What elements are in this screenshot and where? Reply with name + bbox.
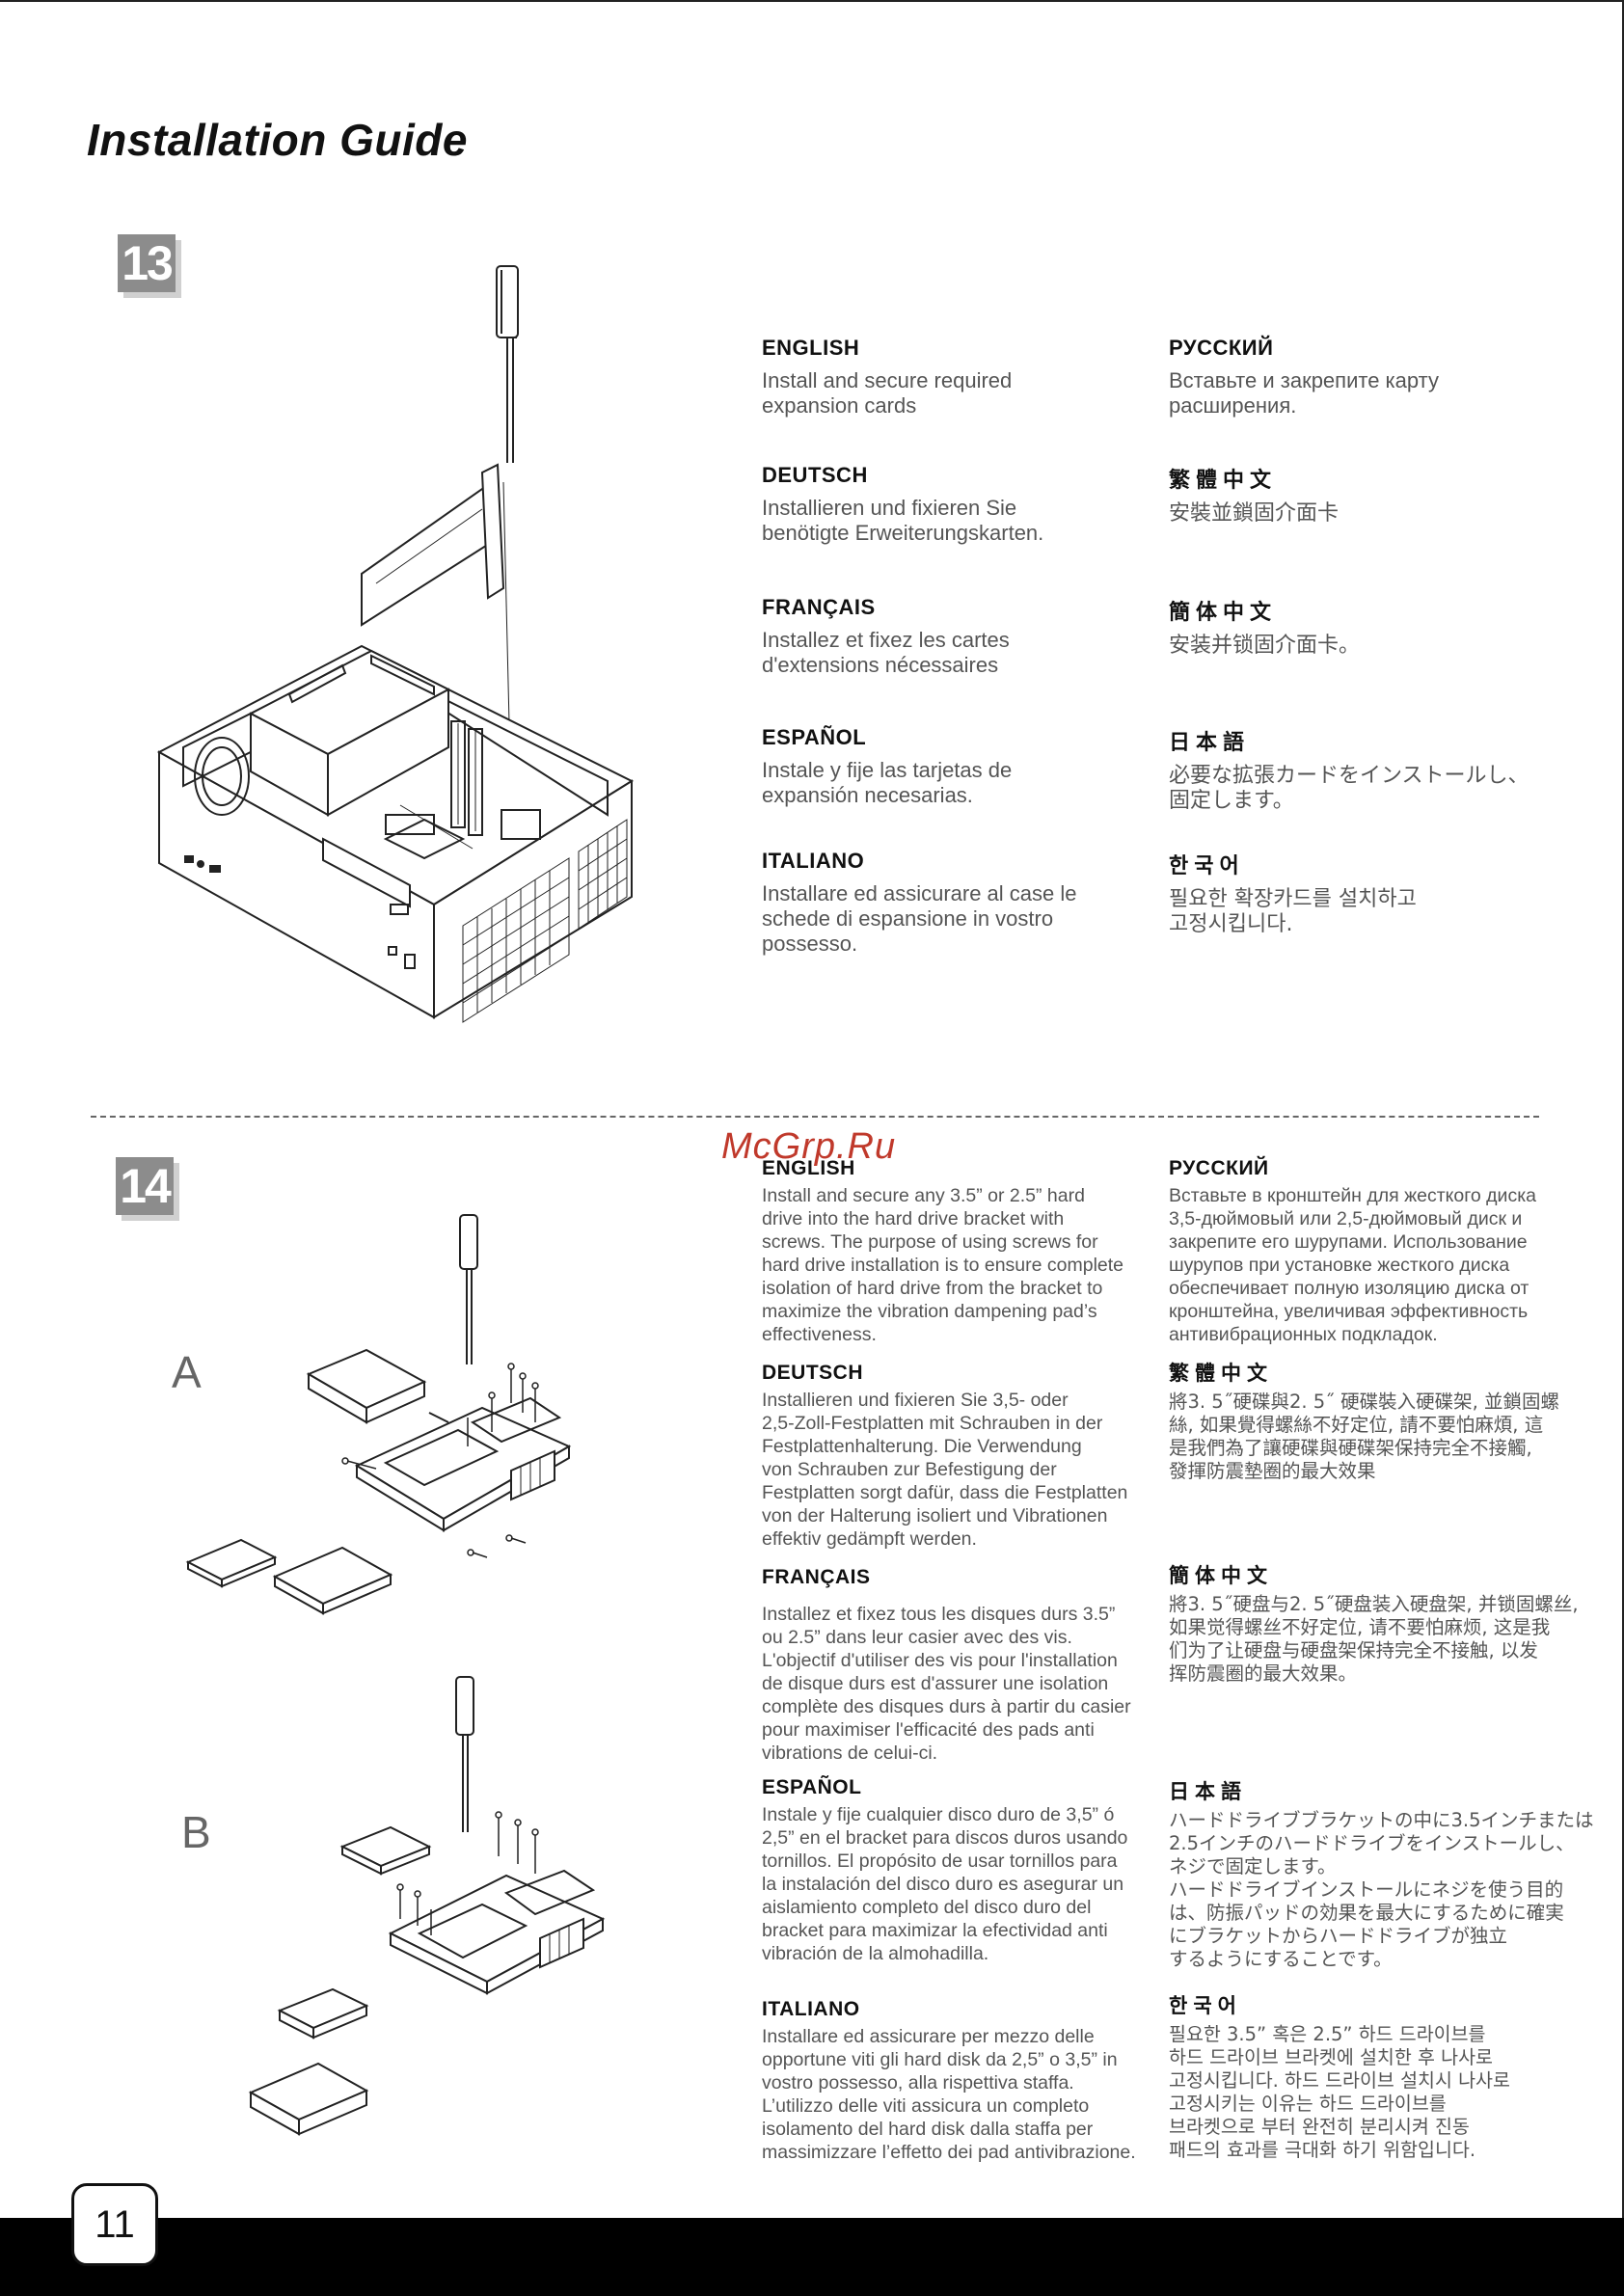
page-border-top [0,0,1623,2]
lang-text: 필요한 확장카드를 설치하고 고정시킵니다. [1169,887,1417,936]
lang-text: Installieren und fixieren Sie 3,5- oder … [762,1390,1128,1550]
lang-text: Installare ed assicurare per mezzo delle… [762,2026,1136,2163]
lang-text: 安裝並鎖固介面卡 [1169,501,1340,526]
step14-lang-japanese: 日本語 ハードドライブブラケットの中に3.5インチまたは 2.5インチのハードド… [1169,1776,1617,1971]
step14-lang-simplified-chinese: 簡体中文 將3. 5˝硬盘与2. 5˝硬盘装入硬盘架, 并锁固螺丝, 如果觉得螺… [1169,1560,1612,1686]
lang-text: Вставьте и закрепите карту расширения. [1169,368,1439,418]
lang-text: 必要な拡張カードをインストールし、 固定します。 [1169,764,1529,813]
lang-heading: FRANÇAIS [762,1566,871,1588]
lang-heading: РУССКИЙ [1169,1157,1269,1179]
step13-lang-french: FRANÇAIS Installez et fixez les cartes d… [762,595,1157,678]
lang-text: Installieren und fixieren Sie benötigte … [762,496,1044,545]
page-number: 11 [71,2183,158,2266]
step14-lang-german: DEUTSCH Installieren und fixieren Sie 3,… [762,1362,1167,1551]
step13-lang-german: DEUTSCH Installieren und fixieren Sie be… [762,463,1157,546]
step13-lang-russian: РУССКИЙ Вставьте и закрепите карту расши… [1169,336,1564,419]
page-border-right [1622,0,1624,2218]
hdd-bracket-illustration-b [248,1676,606,2136]
lang-heading: FRANÇAIS [762,595,876,619]
step-14-badge: 14 [116,1157,174,1215]
expansion-card-install-illustration [156,265,635,1023]
lang-heading: ENGLISH [762,336,860,360]
figure-label-a: A [172,1347,202,1397]
lang-text: Installez et fixez les cartes d'extensio… [762,628,1010,677]
lang-text: 필요한 3.5” 혹은 2.5” 하드 드라이브를 하드 드라이브 브라켓에 설… [1169,2023,1510,2161]
lang-heading: 한국어 [1169,854,1245,878]
lang-heading: 日本語 [1169,731,1251,755]
page-title: Installation Guide [87,115,468,165]
lang-heading: РУССКИЙ [1169,336,1274,360]
lang-text: Instale y fije cualquier disco duro de 3… [762,1804,1128,1964]
lang-text: 將3. 5˝硬盘与2. 5˝硬盘装入硬盘架, 并锁固螺丝, 如果觉得螺丝不好定位… [1169,1593,1579,1685]
lang-text: 安装并锁固介面卡。 [1169,634,1361,658]
lang-heading: ESPAÑOL [762,1776,862,1798]
lang-heading: 日本語 [1169,1780,1247,1803]
step13-lang-simplified-chinese: 簡体中文 安装并锁固介面卡。 [1169,595,1564,659]
lang-text: Install and secure any 3.5” or 2.5” hard… [762,1185,1124,1345]
step13-lang-japanese: 日本語 必要な拡張カードをインストールし、 固定します。 [1169,725,1612,814]
lang-heading: 繁體中文 [1169,469,1278,493]
step-13-badge: 13 [118,234,176,292]
lang-heading: ITALIANO [762,849,865,873]
step14-lang-english: ENGLISH Install and secure any 3.5” or 2… [762,1157,1157,1346]
lang-heading: DEUTSCH [762,1362,864,1384]
step14-lang-spanish: ESPAÑOL Instale y fije cualquier disco d… [762,1776,1167,1965]
lang-heading: ITALIANO [762,1998,860,2020]
lang-text: 將3. 5˝硬碟與2. 5˝ 硬碟裝入硬碟架, 並鎖固螺 絲, 如果覺得螺絲不好… [1169,1391,1560,1482]
step14-lang-french: FRANÇAIS Installez et fixez tous les dis… [762,1566,1157,1765]
section-divider [91,1116,1539,1118]
step13-lang-spanish: ESPAÑOL Instale y fije las tarjetas de e… [762,725,1157,808]
step14-lang-russian: РУССКИЙ Вставьте в кронштейн для жестког… [1169,1157,1612,1346]
step13-lang-korean: 한국어 필요한 확장카드를 설치하고 고정시킵니다. [1169,849,1564,937]
watermark: McGrp.Ru [721,1126,897,1167]
lang-text: ハードドライブブラケットの中に3.5インチまたは 2.5インチのハードドライブを… [1169,1809,1594,1970]
lang-text: Installare ed assicurare al case le sche… [762,881,1077,956]
lang-text: Install and secure required expansion ca… [762,368,1013,418]
lang-heading: DEUTSCH [762,463,868,487]
lang-text: Installez et fixez tous les disques durs… [762,1604,1131,1764]
lang-heading: 繁體中文 [1169,1362,1273,1385]
step14-lang-traditional-chinese: 繁體中文 將3. 5˝硬碟與2. 5˝ 硬碟裝入硬碟架, 並鎖固螺 絲, 如果覺… [1169,1358,1612,1483]
step13-lang-traditional-chinese: 繁體中文 安裝並鎖固介面卡 [1169,463,1564,527]
step13-lang-italian: ITALIANO Installare ed assicurare al cas… [762,849,1157,957]
hdd-bracket-illustration-a [185,1214,572,1615]
lang-text: Вставьте в кронштейн для жесткого диска … [1169,1185,1537,1345]
step13-lang-english: ENGLISH Install and secure required expa… [762,336,1157,419]
step14-lang-italian: ITALIANO Installare ed assicurare per me… [762,1998,1167,2164]
figure-label-b: B [181,1807,211,1857]
lang-heading: 簡体中文 [1169,601,1278,625]
lang-text: Instale y fije las tarjetas de expansión… [762,758,1013,807]
lang-heading: 簡体中文 [1169,1564,1273,1587]
lang-heading: ENGLISH [762,1157,855,1179]
step14-lang-korean: 한국어 필요한 3.5” 혹은 2.5” 하드 드라이브를 하드 드라이브 브라… [1169,1990,1612,2162]
lang-heading: ESPAÑOL [762,725,867,749]
footer-bar [0,2218,1624,2296]
lang-heading: 한국어 [1169,1994,1242,2017]
